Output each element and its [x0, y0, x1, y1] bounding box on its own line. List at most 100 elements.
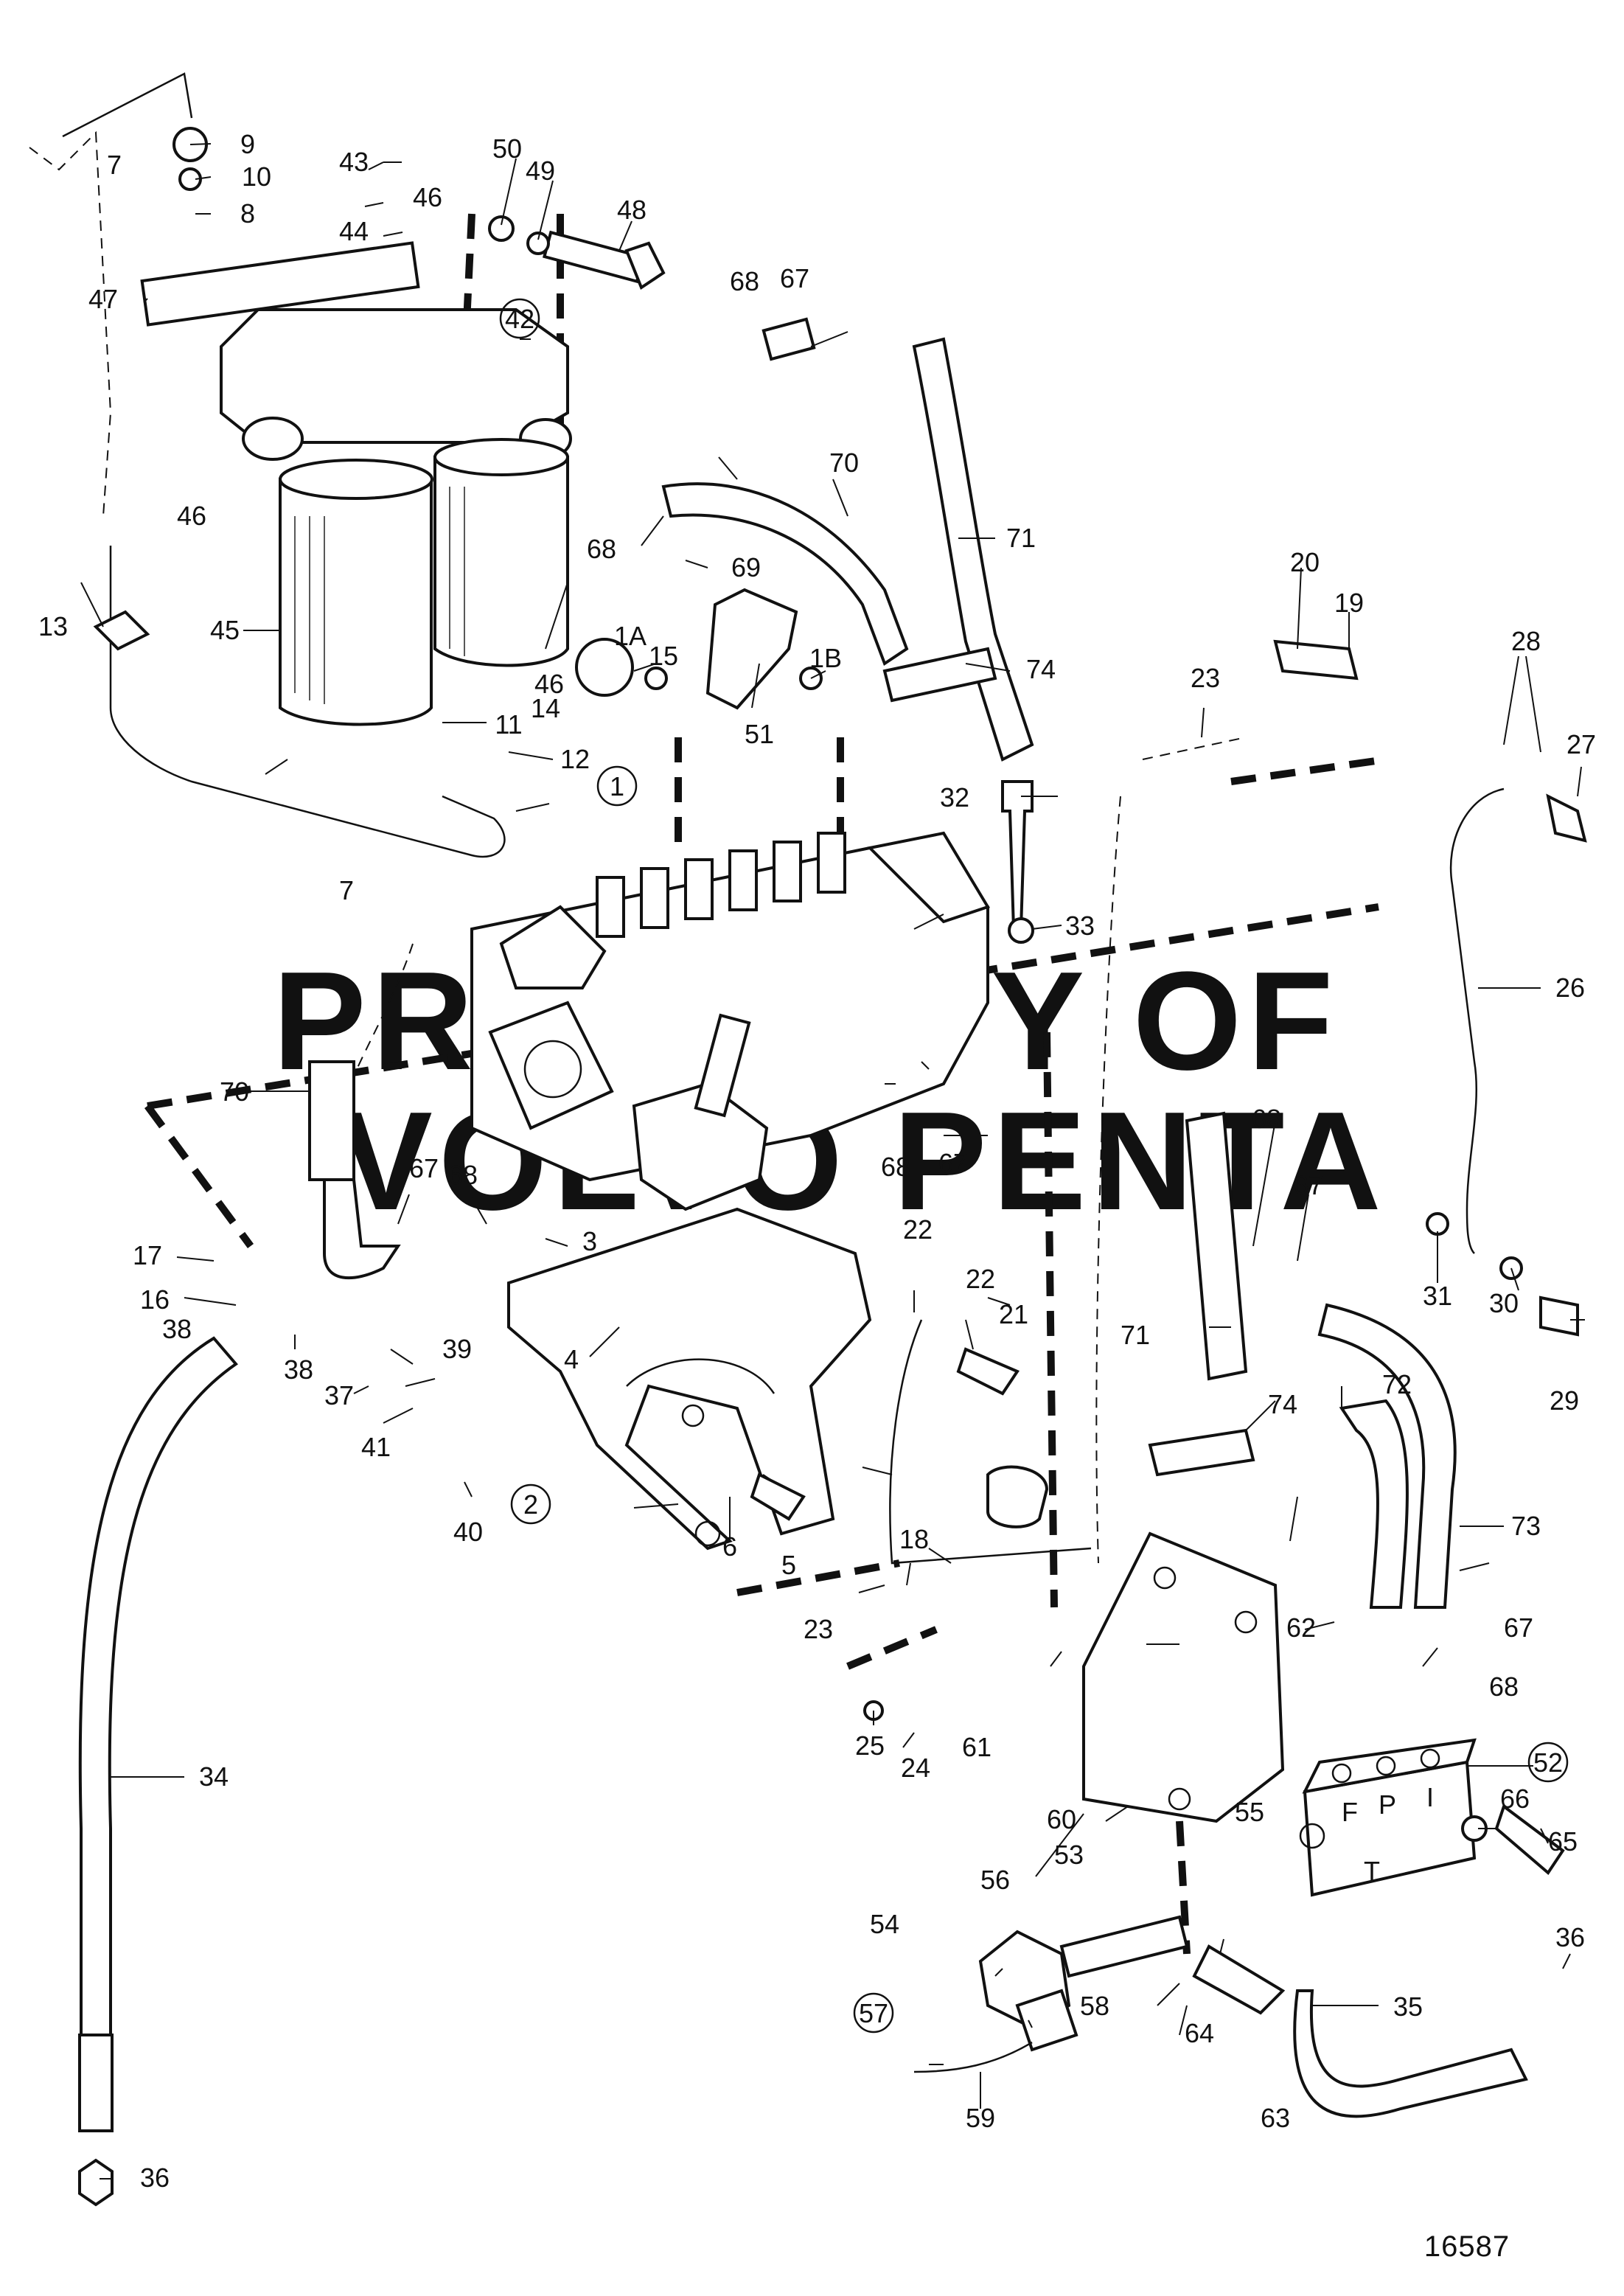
callout-68e: 68: [1252, 1104, 1281, 1134]
callout-67c: 67: [409, 1153, 439, 1183]
callout-13: 13: [38, 611, 68, 641]
washer-31: [1426, 1212, 1449, 1236]
pump-cover-port: [523, 1040, 582, 1099]
callout-3: 3: [582, 1226, 597, 1256]
hose-70-upper: [661, 482, 909, 667]
pipe-18: [889, 1319, 1092, 1565]
callout-71a: 71: [1006, 523, 1036, 553]
pipe-7-lower: [109, 546, 506, 858]
callout-7b: 7: [339, 875, 354, 905]
callout-27: 27: [1567, 729, 1596, 759]
callout-labels: 1 1A 1B 2 3 4 5 6 7 7 8 9 10 11 12 13 14…: [38, 129, 1596, 2193]
flange-hole-1: [1153, 1566, 1177, 1590]
callout-46b: 46: [177, 501, 206, 531]
callout-20: 20: [1290, 547, 1320, 577]
callout-47: 47: [88, 284, 118, 314]
callout-60: 60: [1047, 1804, 1076, 1834]
pipe-26: [1449, 787, 1505, 1254]
callout-71b: 71: [1121, 1320, 1150, 1350]
hose-73: [1317, 1303, 1457, 1609]
callout-32: 32: [940, 782, 969, 813]
hose-34-hex-nut: [78, 2158, 114, 2207]
valve-port-i: [1420, 1748, 1440, 1769]
bolt-32: [1001, 780, 1034, 930]
callout-22b: 22: [966, 1264, 995, 1294]
valve-port-i-label: I: [1426, 1782, 1434, 1812]
valve-port-p: [1376, 1756, 1396, 1776]
bolt-19: [1273, 639, 1359, 681]
callout-33: 33: [1065, 911, 1095, 941]
callout-11: 11: [495, 709, 522, 740]
callout-66: 66: [1500, 1784, 1530, 1814]
return-hoses: [308, 337, 1248, 1381]
bracket-51: [705, 588, 798, 710]
hose-35: [1293, 1989, 1528, 2118]
pump-bracket: [507, 1207, 872, 1551]
callout-45: 45: [210, 615, 240, 645]
circled-callout-markers: [499, 298, 1569, 2034]
callout-46a: 46: [413, 182, 442, 212]
filter-head: [220, 308, 569, 444]
delivery-valve-holder-2: [640, 867, 669, 929]
callout-67e: 67: [1504, 1613, 1533, 1643]
fuel-filter-assembly: [140, 241, 572, 726]
hose-34: [78, 1336, 238, 2207]
bolt-21: [956, 1347, 1020, 1396]
union-67-top: [762, 317, 816, 361]
callout-15: 15: [649, 641, 678, 671]
solenoid-53-stem: [1059, 1915, 1189, 1978]
callout-6: 6: [722, 1531, 737, 1562]
callout-38a: 38: [162, 1314, 192, 1344]
flange-plate-60: [1082, 1531, 1285, 1823]
callout-41: 41: [361, 1432, 391, 1462]
callout-30: 30: [1489, 1288, 1519, 1318]
connector-58: [1015, 1989, 1078, 2052]
sleeve-61: [986, 1465, 1049, 1528]
callout-16: 16: [140, 1284, 170, 1315]
callout-8: 8: [240, 198, 255, 229]
valve-port-t-label: T: [1364, 1856, 1380, 1886]
callout-26: 26: [1555, 973, 1585, 1003]
callout-74b: 74: [1268, 1389, 1297, 1419]
valve-block-side-port: [1299, 1823, 1325, 1849]
filter-canister-right: [433, 456, 569, 667]
callout-57: 57: [859, 1998, 888, 2028]
washer-33: [1008, 917, 1034, 944]
callout-35: 35: [1393, 1991, 1423, 2022]
solenoid-valve: [913, 1915, 1189, 2073]
callout-22a: 22: [903, 1214, 933, 1245]
delivery-valve-holder-4: [728, 849, 758, 911]
bracket-hole-2: [694, 1520, 721, 1547]
hose-70-lower: [308, 1060, 355, 1181]
cable-59: [913, 2041, 1033, 2073]
callout-73: 73: [1511, 1511, 1541, 1541]
filter-canister-right-top: [433, 438, 569, 476]
callout-28: 28: [1511, 626, 1541, 656]
callout-58: 58: [1080, 1991, 1109, 2021]
callout-29: 29: [1550, 1385, 1579, 1416]
pipe-7-upper: [62, 72, 193, 138]
valve-port-p-label: P: [1379, 1789, 1396, 1820]
filter-canister-left-top: [279, 459, 433, 500]
bolt-63: [1192, 1944, 1286, 2015]
callout-48: 48: [617, 195, 647, 225]
clamp-74-lower: [1148, 1428, 1255, 1477]
hose-72: [1339, 1399, 1409, 1609]
callout-69: 69: [731, 552, 761, 582]
valve-port-f: [1331, 1763, 1352, 1784]
callout-74a: 74: [1026, 654, 1056, 684]
bracket-cutout: [626, 1358, 776, 1394]
valve-block-assembly: F P I T: [1082, 1531, 1477, 1897]
callout-39: 39: [442, 1334, 472, 1364]
callout-17: 17: [133, 1240, 162, 1270]
hose-71-lower: [1185, 1111, 1248, 1381]
callout-5: 5: [781, 1550, 796, 1580]
callout-38b: 38: [284, 1354, 313, 1385]
circle-marker-42: [499, 298, 540, 339]
callout-49: 49: [526, 156, 555, 186]
circle-marker-52: [1527, 1742, 1569, 1783]
bracket-hole-1: [681, 1404, 705, 1427]
delivery-valve-holder-1: [596, 876, 625, 938]
callout-7a: 7: [107, 150, 122, 180]
bolt-48-head: [624, 241, 666, 291]
